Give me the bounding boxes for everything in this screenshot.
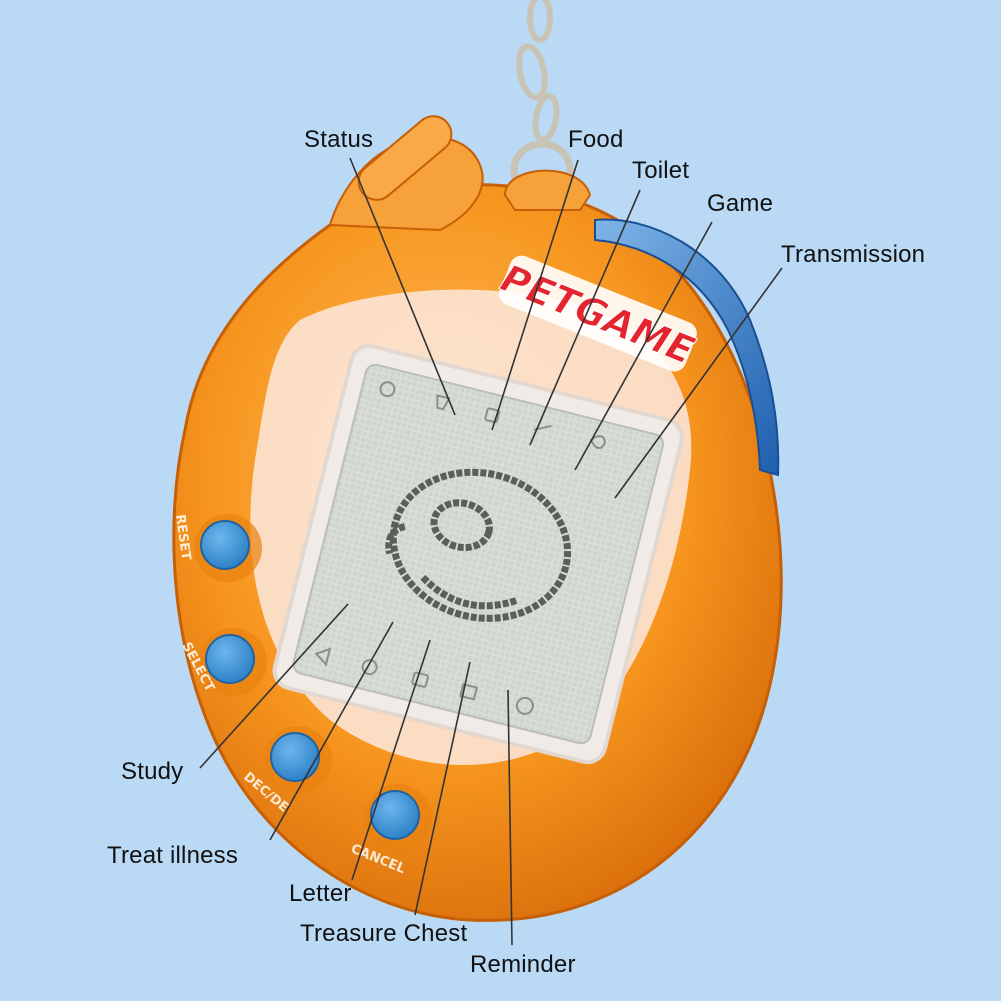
game-line	[574, 221, 713, 471]
treasure-chest-icon	[459, 683, 479, 701]
food-line	[491, 159, 579, 431]
callout-letter: Letter	[289, 880, 352, 907]
reminder-line	[507, 689, 513, 946]
treat-illness-line	[269, 621, 394, 841]
study-icon	[314, 647, 332, 667]
keychain	[510, 0, 574, 200]
food-icon	[436, 394, 451, 411]
transmission-line	[614, 267, 783, 499]
pixel-pet	[385, 468, 572, 622]
status-line	[349, 157, 456, 416]
callout-study: Study	[121, 758, 184, 785]
toilet-line	[529, 189, 641, 446]
study-line	[199, 603, 349, 769]
blue-strap	[594, 218, 780, 477]
callout-treasure-chest: Treasure Chest	[300, 920, 468, 947]
letter-line	[351, 639, 431, 881]
reset-button[interactable]	[194, 514, 262, 582]
callout-treat-illness: Treat illness	[107, 842, 239, 869]
transmission-icon	[589, 435, 606, 449]
callout-transmission: Transmission	[781, 241, 926, 268]
decide-button[interactable]	[264, 726, 332, 794]
letter-icon	[411, 671, 429, 688]
callout-game: Game	[707, 190, 774, 217]
lcd-screen	[272, 343, 684, 765]
callout-food: Food	[568, 126, 624, 153]
status-icon	[379, 381, 396, 398]
select-button[interactable]	[199, 628, 267, 696]
reset-label: RESET	[172, 513, 193, 561]
reminder-icon	[515, 696, 534, 715]
callout-toilet: Toilet	[632, 157, 690, 184]
toilet-icon	[484, 407, 501, 424]
callout-status: Status	[304, 126, 374, 153]
callout-reminder: Reminder	[470, 951, 576, 978]
lcd-top-icons	[379, 381, 606, 449]
device-buttons	[194, 514, 432, 852]
callout-lines	[199, 157, 783, 946]
cancel-button[interactable]	[364, 784, 432, 852]
treasure-chest-line	[414, 661, 471, 916]
